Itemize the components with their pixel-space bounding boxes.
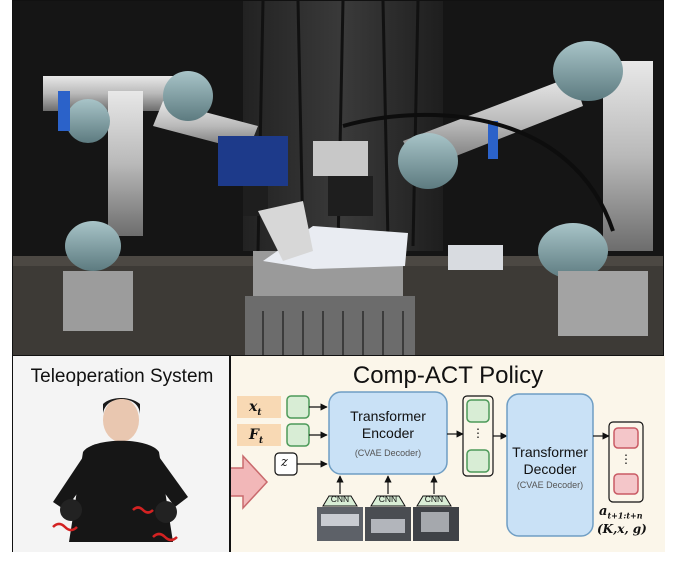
output-token-2 [613, 473, 639, 495]
output-token-1 [613, 427, 639, 449]
policy-title: Comp-ACT Policy [352, 362, 544, 389]
output-action-label: at+1:t+n [599, 504, 643, 521]
decoder-subtitle: (CVAE Decoder) [516, 480, 584, 490]
encoder-title: Transformer Encoder [350, 408, 426, 441]
input-x-box [237, 396, 281, 418]
decoder-title: Transformer Decoder [512, 444, 588, 477]
encoder-stack-ellipsis: ⋮ [472, 426, 484, 440]
token-f [286, 423, 310, 447]
teleoperation-title: Teleoperation System [30, 366, 214, 387]
policy-panel: Comp-ACT Policy [231, 356, 665, 552]
teleoperation-panel: Teleoperation System [13, 356, 231, 552]
camera-thumbnails [317, 507, 459, 541]
teleop-to-policy-arrow [231, 454, 269, 510]
encoder-output-token-2 [466, 449, 490, 473]
input-f-box [237, 424, 281, 446]
input-z-label: z [281, 455, 288, 470]
encoder-output-token-1 [466, 399, 490, 423]
encoder-subtitle: (CVAE Decoder) [354, 448, 422, 458]
operator-illustration [52, 398, 188, 542]
input-f-label: Ft [249, 427, 264, 446]
input-x-label: xt [249, 399, 262, 418]
output-stack-ellipsis: ⋮ [620, 452, 632, 466]
token-x [286, 395, 310, 419]
output-stack [608, 421, 644, 503]
transformer-decoder-box [506, 393, 594, 537]
cnn-label-2: CNN [378, 494, 398, 504]
policy-diagram [231, 391, 644, 541]
cnn-blocks [322, 495, 452, 507]
cnn-label-3: CNN [424, 494, 444, 504]
robot-photo-illustration [13, 1, 663, 355]
robot-photo [12, 0, 664, 356]
figure: Teleoperation System Comp-ACT Policy [12, 0, 665, 552]
transformer-encoder-box [328, 391, 448, 475]
output-tuple-label: (K,x, g) [597, 522, 647, 536]
cnn-label-1: CNN [330, 494, 350, 504]
